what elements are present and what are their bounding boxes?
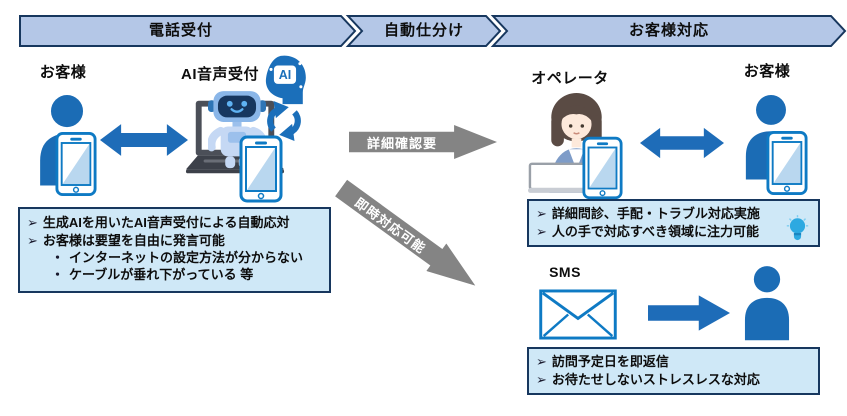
sync-icon: [267, 100, 301, 142]
arrow-right-icon: [648, 295, 730, 331]
sms-label: SMS: [549, 264, 581, 280]
list-item: ➢ 訪問予定日を即返信: [536, 353, 811, 371]
process-banner: [19, 15, 847, 47]
dot-bullet: ・: [51, 250, 65, 265]
route-arrow-label: 即時対応可能: [352, 194, 429, 257]
list-item: ➢ お待たせしないストレスレスな対応: [536, 371, 811, 389]
list-item-text: お待たせしないストレスレスな対応: [551, 371, 760, 387]
list-item-text: インターネットの設定方法が分からない: [69, 250, 304, 265]
ai-reception-info-box: ➢ 生成AIを用いたAI音声受付による自動応対 ➢ お客様は要望を自由に発言可能…: [18, 207, 331, 293]
banner-step-shape-1: [19, 15, 357, 47]
left-customer-label: お客様: [39, 64, 87, 81]
bidirectional-arrow-icon: [640, 127, 724, 159]
smartphone-icon: [55, 132, 97, 196]
banner-step-shape-2: [345, 15, 502, 47]
list-item-text: 生成AIを用いたAI音声受付による自動応対: [42, 215, 290, 230]
banner-step-shape-3: [490, 15, 847, 47]
sms-info-box: ➢ 訪問予定日を即返信 ➢ お待たせしないストレスレスな対応: [527, 347, 820, 395]
smartphone-icon: [582, 136, 623, 200]
ai-chip-text: AI: [279, 68, 292, 82]
banner-step-customer-response: お客様対応: [628, 22, 709, 39]
list-item: ➢ 生成AIを用いたAI音声受付による自動応対: [27, 214, 322, 232]
list-item: ➢ 詳細問診、手配・トラブル対応実施: [536, 205, 811, 223]
arrow-bullet: ➢: [27, 232, 38, 248]
customer-icon: [744, 266, 790, 341]
list-item: ➢ お客様は要望を自由に発言可能: [27, 232, 322, 250]
arrow-bullet: ➢: [536, 371, 547, 387]
arrow-bullet: ➢: [27, 215, 38, 230]
route-arrow-label: 詳細確認要: [366, 135, 437, 151]
arrow-bullet: ➢: [536, 206, 547, 221]
route-arrow-detail-confirmation: 詳細確認要: [349, 125, 497, 159]
smartphone-icon: [766, 131, 808, 195]
list-subitem: ・ インターネットの設定方法が分からない: [51, 249, 322, 266]
banner-step-phone-reception: 電話受付: [148, 22, 213, 39]
smartphone-icon: [239, 135, 283, 203]
list-item-text: お客様は要望を自由に発言可能: [42, 232, 225, 248]
envelope-icon: [539, 289, 617, 340]
ai-reception-label: AI音声受付: [180, 66, 259, 83]
operator-label: オペレータ: [531, 70, 609, 87]
lightbulb-icon: [786, 215, 809, 241]
list-item-text: 訪問予定日を即返信: [551, 354, 669, 369]
arrow-bullet: ➢: [536, 223, 547, 239]
right-customer-label: お客様: [743, 63, 791, 80]
list-item: ➢ 人の手で対応すべき領域に注力可能: [536, 223, 811, 241]
bidirectional-arrow-icon: [100, 124, 188, 156]
operator-info-box: ➢ 詳細問診、手配・トラブル対応実施 ➢ 人の手で対応すべき領域に注力可能: [527, 199, 820, 247]
list-item-text: 人の手で対応すべき領域に注力可能: [551, 223, 759, 239]
arrow-bullet: ➢: [536, 354, 547, 369]
list-item-text: 詳細問診、手配・トラブル対応実施: [551, 206, 760, 221]
route-arrow-immediate-response: 即時対応可能: [331, 174, 485, 299]
banner-step-auto-sorting: 自動仕分け: [383, 22, 464, 39]
list-item-text: ケーブルが垂れ下がっている 等: [69, 267, 254, 282]
dot-bullet: ・: [51, 267, 65, 282]
ai-brain-icon: AI: [265, 55, 306, 105]
list-subitem: ・ ケーブルが垂れ下がっている 等: [51, 266, 322, 283]
